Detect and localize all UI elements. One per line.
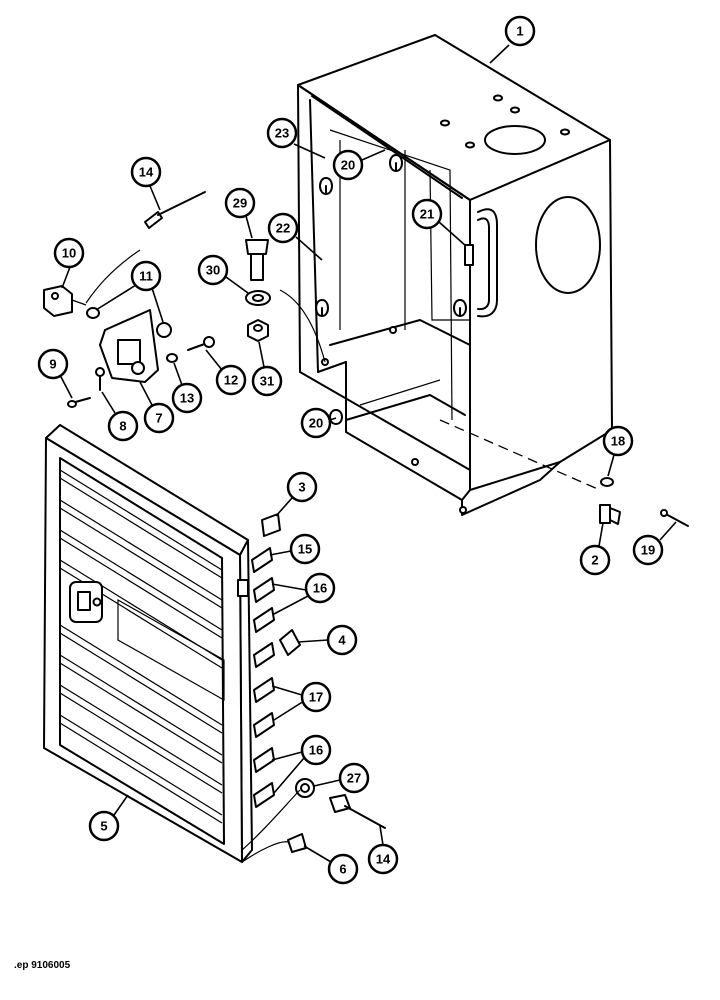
callout-15: 15 [269,533,321,565]
washer-30 [245,290,271,306]
bracket-10 [43,285,87,317]
grille-panel [43,424,253,863]
callout-6: 6 [303,845,359,885]
callout-27: 27 [313,762,370,794]
svg-text:2: 2 [591,553,598,568]
callout-2: 2 [579,522,611,576]
screw-9 [67,397,91,408]
callout-29: 29 [224,187,256,239]
svg-text:6: 6 [339,862,346,877]
svg-text:14: 14 [139,165,154,180]
svg-text:22: 22 [276,221,290,236]
svg-text:29: 29 [233,196,247,211]
pin-19 [660,509,689,527]
callout-10: 10 [53,237,85,289]
callout-23: 23 [266,117,326,159]
callout-22: 22 [267,212,323,261]
callout-3: 3 [275,471,318,517]
callout-4: 4 [297,624,358,656]
svg-text:9: 9 [49,357,56,372]
callout-17: 17 [271,681,332,721]
svg-text:1: 1 [516,24,523,39]
housing-box [297,34,613,516]
svg-text:17: 17 [309,690,323,705]
clip-4 [279,629,301,656]
svg-text:19: 19 [641,543,655,558]
callout-20-top: 20 [332,149,386,181]
callout-20-bottom: 20 [300,407,337,439]
callout-8: 8 [101,391,139,442]
callout-12: 12 [205,349,247,396]
callout-11: 11 [95,260,164,323]
svg-text:18: 18 [611,434,625,449]
svg-text:16: 16 [309,743,323,758]
svg-text:23: 23 [275,126,289,141]
hinge-2 [599,504,621,525]
figure-id-label: .ep 9106005 [14,960,71,971]
clip-6 [287,833,307,853]
screw-8 [95,367,105,391]
slats [237,547,275,808]
callout-5: 5 [88,794,129,842]
svg-text:7: 7 [155,411,162,426]
svg-text:12: 12 [224,373,238,388]
nut-31 [247,319,269,342]
callout-30: 30 [197,254,249,294]
callout-31: 31 [251,341,283,397]
svg-text:13: 13 [180,391,194,406]
svg-text:8: 8 [119,419,126,434]
callout-21: 21 [411,198,467,247]
svg-text:21: 21 [420,207,434,222]
callout-14-bottom: 14 [367,825,399,875]
callout-18: 18 [602,425,634,477]
callout-1: 1 [489,15,536,64]
svg-text:11: 11 [139,269,153,284]
rivet-14-bottom [329,794,386,829]
callout-9: 9 [37,348,73,399]
svg-text:20: 20 [341,158,355,173]
callout-16-bottom: 16 [271,734,332,794]
svg-text:3: 3 [298,480,305,495]
latch-plate-7 [99,309,159,383]
callout-16-top: 16 [271,572,336,615]
callout-7: 7 [139,381,175,434]
washer-13 [166,353,178,363]
rivet-14-top [144,191,206,229]
svg-text:4: 4 [338,633,346,648]
svg-text:30: 30 [206,263,220,278]
callout-13: 13 [171,362,203,414]
screw-12 [187,336,215,351]
svg-text:27: 27 [347,771,361,786]
svg-text:16: 16 [313,581,327,596]
washer-11 [86,307,172,338]
bolt-29 [245,239,269,281]
svg-text:20: 20 [309,416,323,431]
svg-text:14: 14 [376,852,391,867]
callout-14-top: 14 [130,156,162,211]
svg-text:10: 10 [62,246,76,261]
nut-18 [600,477,614,487]
svg-text:5: 5 [100,819,107,834]
svg-text:31: 31 [260,374,274,389]
bushing-27 [295,778,315,798]
clip-3 [261,513,281,537]
svg-text:15: 15 [298,542,312,557]
callout-19: 19 [632,521,677,566]
